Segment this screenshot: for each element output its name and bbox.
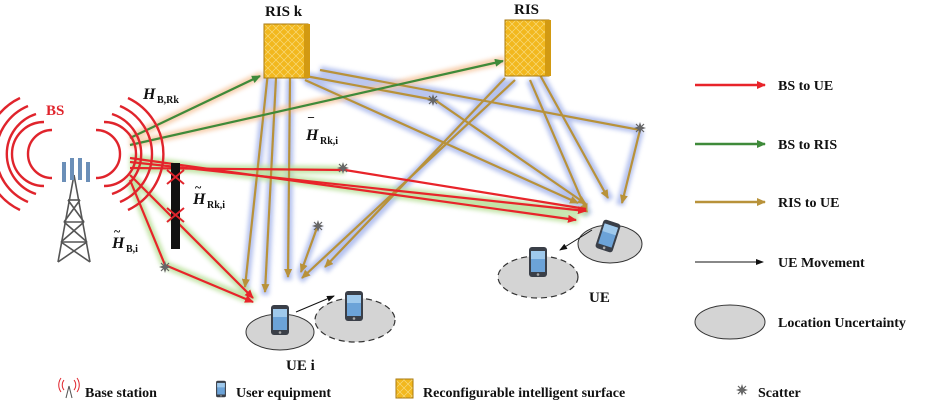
ue-label: UE: [589, 290, 610, 306]
base-station-legend-label: Base station: [85, 386, 157, 401]
ris-to-ue-arrows: [241, 68, 642, 293]
ue-i-label: UE i: [286, 358, 315, 374]
channel-label-h-b-rk: H B,Rk: [142, 86, 179, 106]
bs-to-ue-arrows: [128, 156, 587, 304]
legend-ue-movement: UE Movement: [695, 256, 865, 271]
svg-text:~: ~: [195, 180, 202, 194]
base-station-icon: [0, 96, 165, 263]
svg-text:~: ~: [114, 224, 121, 238]
user-equipment-icon: [529, 247, 547, 277]
svg-text:BS to UE: BS to UE: [778, 79, 833, 94]
svg-text:Rk,i: Rk,i: [207, 200, 225, 211]
svg-text:¯: ¯: [307, 115, 315, 129]
svg-text:B,Rk: B,Rk: [157, 95, 179, 106]
channel-label-h-rk-i-tilde: H ~ Rk,i: [192, 180, 225, 211]
ue-i-cluster: [245, 291, 396, 351]
svg-text:UE Movement: UE Movement: [778, 256, 865, 271]
legend-bs-to-ue: BS to UE: [695, 79, 833, 94]
ris-k-label: RIS k: [265, 4, 303, 20]
channel-label-h-b-i: H ~ B,i: [111, 224, 138, 255]
location-uncertainty-region: [497, 255, 579, 299]
legend-ris-to-ue: RIS to UE: [695, 196, 839, 211]
user-equipment-icon: [345, 291, 363, 321]
scatter-legend-label: Scatter: [758, 386, 801, 401]
ue-cluster: [497, 218, 643, 299]
user-equipment-legend-icon: [216, 380, 226, 398]
channel-label-h-rk-i: H ¯ Rk,i: [305, 115, 338, 147]
ris-k-panel: [263, 23, 310, 79]
svg-text:BS to RIS: BS to RIS: [778, 138, 837, 153]
svg-text:H: H: [192, 191, 206, 208]
bottom-legend: Base station User equipment Reconfigurab…: [58, 377, 801, 401]
ue-movement-arrow: [295, 295, 335, 313]
svg-text:H: H: [142, 86, 156, 103]
scatter-legend-icon: [735, 383, 749, 397]
bs-label: BS: [46, 103, 64, 119]
user-equipment-icon: [271, 305, 289, 335]
legend-location-uncertainty: Location Uncertainty: [694, 304, 906, 340]
bs-to-ris-arrows: [129, 58, 504, 147]
legend-bs-to-ris: BS to RIS: [695, 138, 837, 153]
ue-movement-arrow: [559, 229, 593, 251]
ris-panel: [504, 19, 551, 77]
svg-text:B,i: B,i: [126, 244, 138, 255]
svg-text:H: H: [111, 235, 125, 252]
svg-text:Rk,i: Rk,i: [320, 136, 338, 147]
obstacle: [166, 163, 185, 249]
base-station-legend-icon: [58, 377, 80, 399]
user-equipment-legend-label: User equipment: [236, 386, 331, 401]
blocked-mark: [166, 169, 185, 223]
ris-legend-label: Reconfigurable intelligent surface: [423, 386, 625, 401]
ris-legend-icon: [395, 378, 414, 399]
ris-label: RIS: [514, 2, 539, 18]
svg-text:Location Uncertainty: Location Uncertainty: [778, 316, 906, 331]
svg-text:RIS to UE: RIS to UE: [778, 196, 839, 211]
svg-text:H: H: [305, 127, 319, 144]
